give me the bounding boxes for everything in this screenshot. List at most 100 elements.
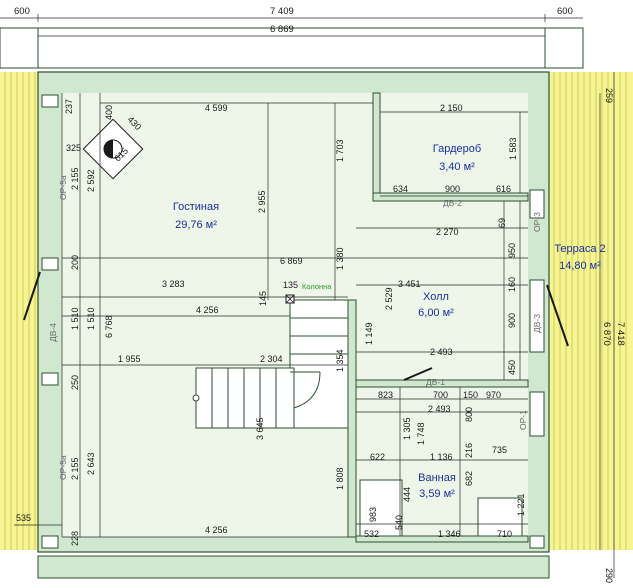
door-tag: ДВ-1 <box>426 377 445 387</box>
room-area: 3,40 м² <box>439 161 475 173</box>
room-name: Ванная <box>418 472 456 484</box>
dim-label: 600 <box>14 6 30 17</box>
room-name: Гардероб <box>433 143 481 155</box>
dim-label: 700 <box>433 390 448 400</box>
dim-label: 950 <box>507 243 517 258</box>
window-tag: ОР-5а <box>58 455 68 480</box>
dim-label: 800 <box>464 407 474 422</box>
dim-label: 710 <box>497 529 512 539</box>
dim-label: 135 <box>283 280 298 290</box>
dim-label: 2 493 <box>430 347 453 357</box>
dimension-lines <box>0 14 615 578</box>
dim-label: 450 <box>507 360 517 375</box>
dim-label: 1 510 <box>86 307 96 330</box>
dim-label: 1 808 <box>335 467 345 490</box>
dim-label: 4 599 <box>205 103 228 113</box>
dim-label: 7 409 <box>270 6 294 17</box>
dim-label: 216 <box>464 443 474 458</box>
dim-label: 400 <box>104 105 114 120</box>
dim-label: 1 510 <box>70 307 80 330</box>
dim-label: 634 <box>393 184 408 194</box>
dim-label: 600 <box>557 6 573 17</box>
room-area: 3,59 м² <box>419 488 455 500</box>
bath-fixtures <box>359 479 523 537</box>
dim-label: 237 <box>64 99 74 114</box>
room-name: Холл <box>423 291 449 303</box>
dim-label: 259 <box>604 88 614 103</box>
windows-right <box>529 189 545 549</box>
bottom-strip <box>37 555 550 579</box>
dim-label: 325 <box>66 143 81 153</box>
window-tag: ОР-5а <box>58 175 68 200</box>
dim-label: 616 <box>496 184 511 194</box>
dim-label: 1 346 <box>438 529 461 539</box>
dim-label: 1 136 <box>430 452 453 462</box>
room-area: 6,00 м² <box>418 307 454 319</box>
dim-label: 622 <box>370 452 385 462</box>
dimensions-interior: 237 400 430 615 325 2 155 2 592 4 599 2 … <box>64 99 526 546</box>
dim-label: 1 380 <box>335 247 345 270</box>
room-area: 29,76 м² <box>175 219 217 231</box>
dim-label: 2 270 <box>436 227 459 237</box>
dim-label: 228 <box>70 531 80 546</box>
dim-label: 540 <box>394 515 404 530</box>
dim-label: 3 451 <box>398 279 421 289</box>
door-tag: ДВ-4 <box>48 323 58 342</box>
dim-label: 3 645 <box>255 417 265 440</box>
dim-label: 2 643 <box>86 452 96 475</box>
roof-strip-top <box>37 27 546 69</box>
dim-label: 1 955 <box>118 354 141 364</box>
window-tag: ОР-3 <box>532 212 542 232</box>
dim-label: 6 869 <box>280 256 303 266</box>
column-label: Колонна <box>302 282 332 291</box>
dimensions-top: 600 7 409 600 6 869 <box>14 6 573 35</box>
room-labels: Гостиная 29,76 м² Гардероб 3,40 м² Холл … <box>173 143 606 500</box>
dim-label: 532 <box>364 529 379 539</box>
dim-label: 1 305 <box>402 417 412 440</box>
terrace-left <box>0 72 42 550</box>
door-tags: ДВ-2 ДВ-1 ДВ-3 ДВ-4 <box>48 198 542 387</box>
dim-label: 2 150 <box>440 103 463 113</box>
dim-label: 4 256 <box>205 525 228 535</box>
column <box>285 294 295 304</box>
staircase <box>192 299 349 429</box>
dimensions-right: 259 6 870 7 418 290 <box>601 88 626 583</box>
dim-label: 2 592 <box>86 169 96 192</box>
dim-label: 983 <box>368 507 378 522</box>
dim-label: 3 283 <box>162 279 185 289</box>
dim-label: 69 <box>497 218 507 228</box>
door-swings <box>23 271 569 381</box>
dim-label: 6 870 <box>601 322 612 346</box>
room-name: Гостиная <box>173 201 219 213</box>
dim-label: 1 748 <box>416 422 426 445</box>
dim-label: 900 <box>445 184 460 194</box>
window-tags: ОР-5а ОР-5а ОР-3 ОР-1 <box>58 175 542 480</box>
dim-label: 900 <box>507 313 517 328</box>
dim-label: 735 <box>492 445 507 455</box>
dim-label: 2 155 <box>70 167 80 190</box>
dim-label: 1 583 <box>508 137 518 160</box>
dim-label: 823 <box>378 390 393 400</box>
dim-label: 160 <box>507 277 517 292</box>
dimensions-left: 535 <box>16 513 31 523</box>
dim-label: 2 955 <box>257 190 267 213</box>
dim-label: 290 <box>604 568 614 583</box>
window-tag: ОР-1 <box>518 410 528 430</box>
stove <box>82 118 144 180</box>
dim-label: 2 304 <box>260 354 283 364</box>
dim-label: 1 354 <box>335 349 345 372</box>
terrace-right <box>548 72 633 550</box>
dim-label: 150 <box>463 390 478 400</box>
roof-corner-left <box>0 27 39 69</box>
dim-label: 535 <box>16 513 31 523</box>
dim-label: 1 221 <box>516 493 526 516</box>
dim-label: 6 869 <box>270 24 294 35</box>
dim-label: 4 256 <box>196 305 219 315</box>
door-tag: ДВ-2 <box>443 198 462 208</box>
room-name: Терраса 2 <box>554 243 605 255</box>
dim-label: 1 703 <box>335 139 345 162</box>
dim-label: 970 <box>486 390 501 400</box>
dim-label: 145 <box>258 291 268 306</box>
dim-label: 200 <box>70 255 80 270</box>
